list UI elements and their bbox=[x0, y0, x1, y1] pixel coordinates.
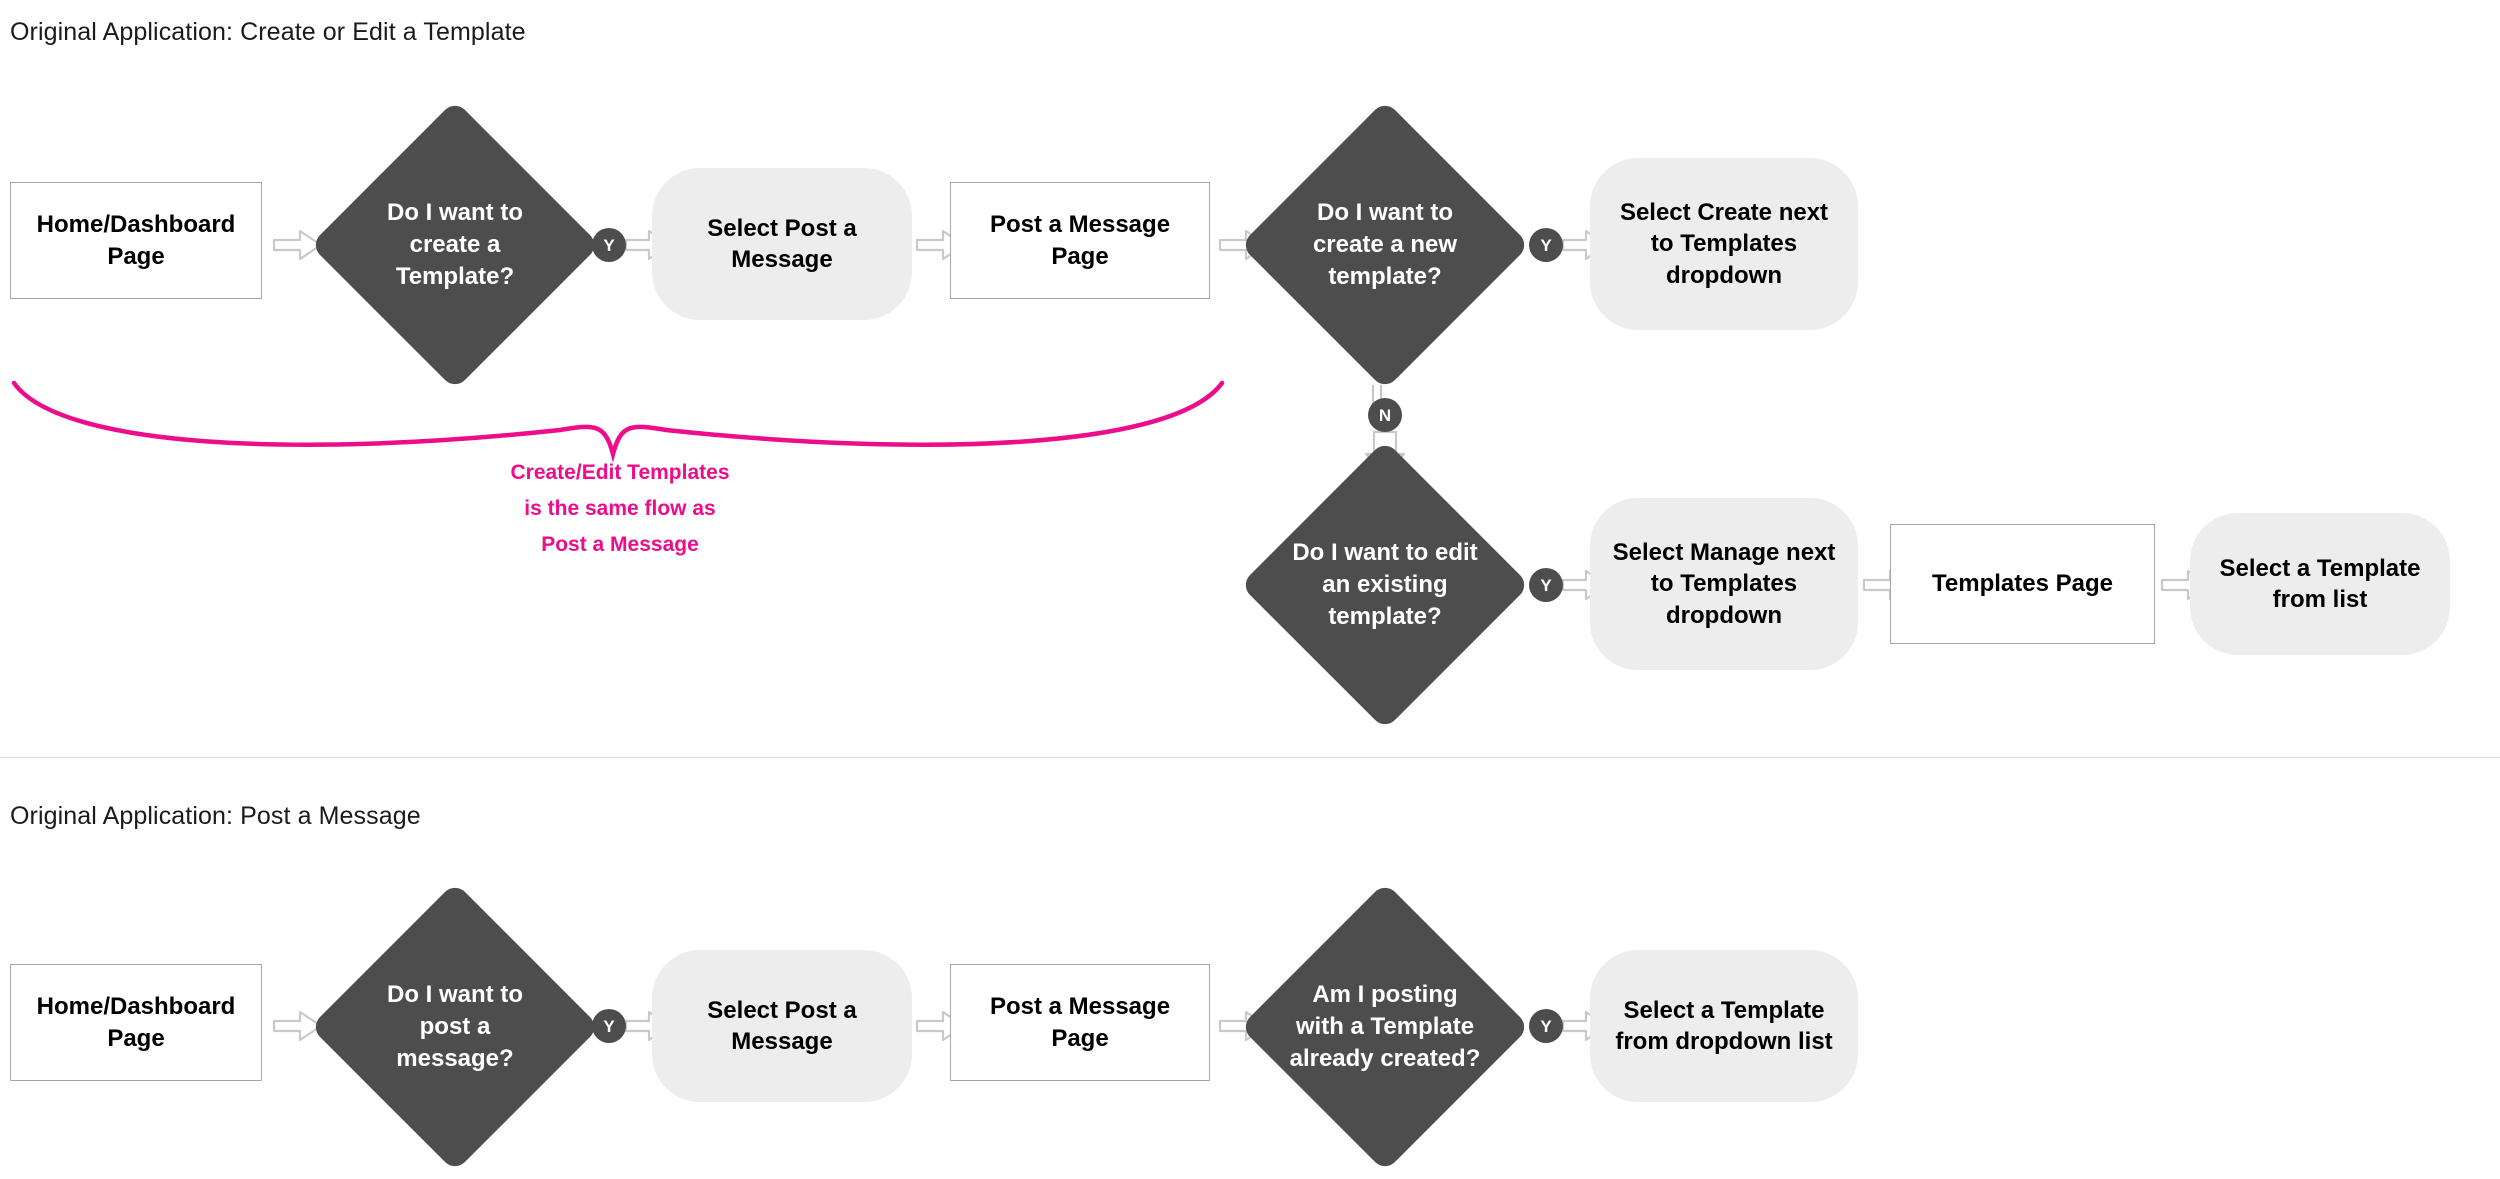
branch-badge-no: N bbox=[1368, 398, 1402, 432]
section-divider bbox=[0, 757, 2500, 758]
annotation-line-3: Post a Message bbox=[541, 533, 699, 557]
branch-badge-yes-3: Y bbox=[1529, 568, 1563, 602]
annotation-same-flow: Create/Edit Templates is the same flow a… bbox=[420, 455, 820, 563]
node-decision-create-new-template[interactable]: Do I want to create a new template? bbox=[1240, 100, 1530, 390]
branch-badge-yes-2: Y bbox=[1529, 228, 1563, 262]
node-post-a-message-page-bottom[interactable]: Post a Message Page bbox=[950, 964, 1210, 1081]
node-home-dashboard-page-bottom[interactable]: Home/Dashboard Page bbox=[10, 964, 262, 1081]
node-decision-edit-existing-template[interactable]: Do I want to edit an existing template? bbox=[1240, 440, 1530, 730]
node-select-a-template-from-dropdown-list[interactable]: Select a Template from dropdown list bbox=[1590, 950, 1858, 1102]
branch-badge-yes-1: Y bbox=[592, 228, 626, 262]
node-decision-post-a-message[interactable]: Do I want to post a message? bbox=[310, 882, 600, 1172]
same-flow-brace-icon bbox=[0, 378, 1240, 463]
node-select-create-next-to-templates-dropdown[interactable]: Select Create next to Templates dropdown bbox=[1590, 158, 1858, 330]
node-select-a-template-from-list[interactable]: Select a Template from list bbox=[2190, 513, 2450, 655]
node-select-manage-next-to-templates-dropdown[interactable]: Select Manage next to Templates dropdown bbox=[1590, 498, 1858, 670]
node-templates-page[interactable]: Templates Page bbox=[1890, 524, 2155, 644]
node-decision-create-template[interactable]: Do I want to create a Template? bbox=[310, 100, 600, 390]
section-title-create-or-edit-template: Original Application: Create or Edit a T… bbox=[10, 18, 526, 46]
section-title-post-a-message: Original Application: Post a Message bbox=[10, 802, 421, 830]
node-select-post-a-message-top[interactable]: Select Post a Message bbox=[652, 168, 912, 320]
node-decision-posting-with-template[interactable]: Am I posting with a Template already cre… bbox=[1240, 882, 1530, 1172]
node-post-a-message-page-top[interactable]: Post a Message Page bbox=[950, 182, 1210, 299]
annotation-line-1: Create/Edit Templates bbox=[510, 461, 730, 484]
node-home-dashboard-page-top[interactable]: Home/Dashboard Page bbox=[10, 182, 262, 299]
annotation-line-2: is the same flow as bbox=[524, 497, 716, 521]
node-select-post-a-message-bottom[interactable]: Select Post a Message bbox=[652, 950, 912, 1102]
branch-badge-yes-bottom-1: Y bbox=[592, 1009, 626, 1043]
branch-badge-yes-bottom-2: Y bbox=[1529, 1009, 1563, 1043]
